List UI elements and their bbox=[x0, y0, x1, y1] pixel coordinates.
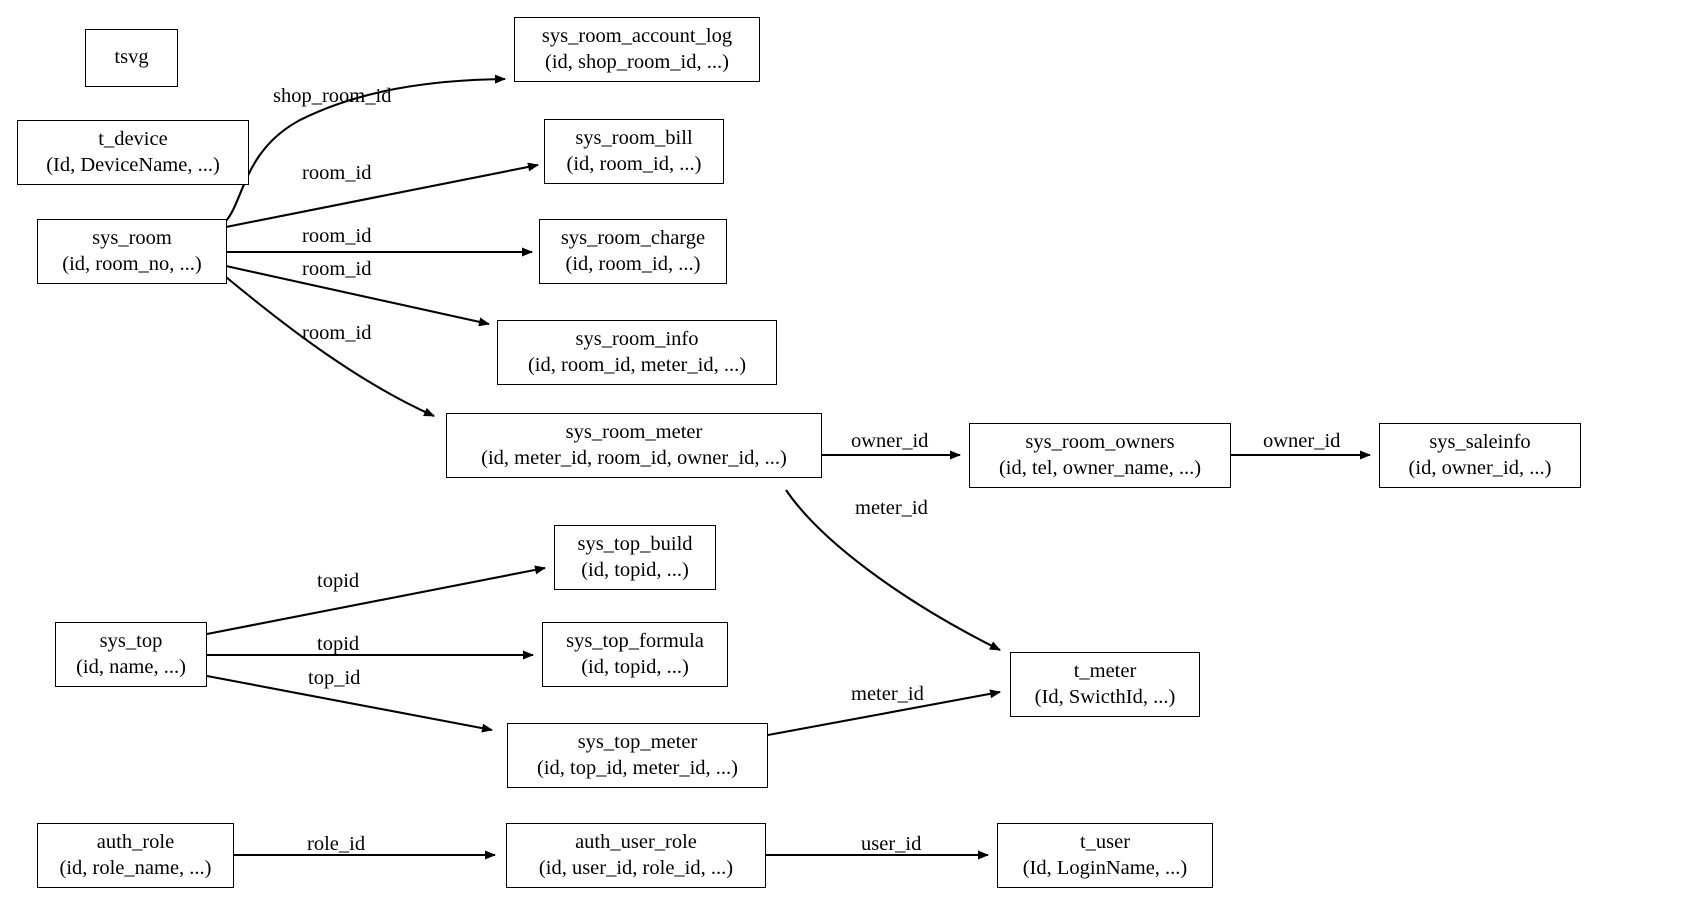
node-title: sys_top_meter bbox=[577, 730, 698, 753]
node-title: t_user bbox=[1079, 830, 1131, 853]
node-tsvg[interactable]: tsvg bbox=[85, 29, 178, 87]
edge-label-room_id-meter: room_id bbox=[302, 322, 372, 344]
node-t_meter[interactable]: t_meter (Id, SwicthId, ...) bbox=[1010, 652, 1200, 717]
node-sys_top[interactable]: sys_top (id, name, ...) bbox=[55, 622, 207, 687]
node-title: sys_room bbox=[92, 226, 172, 249]
node-title: sys_top_build bbox=[577, 532, 693, 555]
node-auth_user_role[interactable]: auth_user_role (id, user_id, role_id, ..… bbox=[506, 823, 766, 888]
node-sys_top_build[interactable]: sys_top_build (id, topid, ...) bbox=[554, 525, 716, 590]
node-title: sys_saleinfo bbox=[1429, 430, 1531, 453]
node-columns: (id, topid, ...) bbox=[581, 655, 689, 678]
edge-label-room_id-info: room_id bbox=[302, 258, 372, 280]
node-title: sys_top bbox=[99, 629, 163, 652]
node-columns: (id, user_id, role_id, ...) bbox=[538, 856, 734, 879]
node-sys_top_formula[interactable]: sys_top_formula (id, topid, ...) bbox=[542, 622, 728, 687]
node-sys_room_meter[interactable]: sys_room_meter (id, meter_id, room_id, o… bbox=[446, 413, 822, 478]
node-title: t_device bbox=[98, 127, 168, 150]
edge-label-room_id-bill: room_id bbox=[302, 162, 372, 184]
node-columns: (id, meter_id, room_id, owner_id, ...) bbox=[481, 446, 787, 469]
node-title: t_meter bbox=[1073, 659, 1137, 682]
node-sys_saleinfo[interactable]: sys_saleinfo (id, owner_id, ...) bbox=[1379, 423, 1581, 488]
edge-path-room_id-bill bbox=[225, 162, 539, 229]
node-title: sys_room_bill bbox=[575, 126, 693, 149]
node-columns: (id, top_id, meter_id, ...) bbox=[537, 756, 738, 779]
edge-label-owner_id-owners: owner_id bbox=[851, 430, 929, 452]
edge-label-shop_room_id: shop_room_id bbox=[273, 85, 392, 107]
node-title: sys_top_formula bbox=[566, 629, 704, 652]
node-columns: (id, topid, ...) bbox=[581, 558, 689, 581]
node-title: sys_room_meter bbox=[565, 420, 703, 443]
edge-label-top_id-topmeter: top_id bbox=[308, 667, 361, 689]
node-title: sys_room_owners bbox=[1025, 430, 1175, 453]
edge-label-role_id: role_id bbox=[307, 833, 366, 855]
node-title: auth_user_role bbox=[575, 830, 697, 853]
node-columns: (id, owner_id, ...) bbox=[1408, 456, 1552, 479]
edge-label-meter_id-roommeter: meter_id bbox=[855, 497, 928, 519]
node-columns: (Id, LoginName, ...) bbox=[1022, 856, 1188, 879]
node-columns: (id, room_id, meter_id, ...) bbox=[527, 353, 747, 376]
node-sys_room_account_log[interactable]: sys_room_account_log (id, shop_room_id, … bbox=[514, 17, 760, 82]
edge-path-room_id-meter bbox=[225, 276, 435, 417]
node-t_user[interactable]: t_user (Id, LoginName, ...) bbox=[997, 823, 1213, 888]
node-columns: (id, room_id, ...) bbox=[566, 152, 702, 175]
edge-label-topid-formula: topid bbox=[317, 633, 360, 655]
node-t_device[interactable]: t_device (Id, DeviceName, ...) bbox=[17, 120, 249, 185]
node-sys_top_meter[interactable]: sys_top_meter (id, top_id, meter_id, ...… bbox=[507, 723, 768, 788]
edge-label-owner_id-saleinfo: owner_id bbox=[1263, 430, 1341, 452]
node-sys_room_owners[interactable]: sys_room_owners (id, tel, owner_name, ..… bbox=[969, 423, 1231, 488]
edge-label-room_id-charge: room_id bbox=[302, 225, 372, 247]
edge-label-topid-build: topid bbox=[317, 570, 360, 592]
node-sys_room_charge[interactable]: sys_room_charge (id, room_id, ...) bbox=[539, 219, 727, 284]
node-columns: (id, name, ...) bbox=[76, 655, 186, 678]
node-title: auth_role bbox=[96, 830, 175, 853]
node-sys_room_info[interactable]: sys_room_info (id, room_id, meter_id, ..… bbox=[497, 320, 777, 385]
node-columns: (id, shop_room_id, ...) bbox=[545, 50, 729, 73]
node-sys_room_bill[interactable]: sys_room_bill (id, room_id, ...) bbox=[544, 119, 724, 184]
node-title: sys_room_charge bbox=[560, 226, 706, 249]
node-columns: (id, room_no, ...) bbox=[62, 252, 202, 275]
node-title: sys_room_account_log bbox=[541, 24, 733, 47]
edge-path-topid-build bbox=[206, 565, 546, 636]
node-title: tsvg bbox=[114, 46, 149, 69]
node-columns: (id, room_id, ...) bbox=[565, 252, 701, 275]
node-auth_role[interactable]: auth_role (id, role_name, ...) bbox=[37, 823, 234, 888]
node-columns: (Id, SwicthId, ...) bbox=[1034, 685, 1176, 708]
node-sys_room[interactable]: sys_room (id, room_no, ...) bbox=[37, 219, 227, 284]
edge-label-meter_id-topmeter: meter_id bbox=[851, 683, 924, 705]
node-title: sys_room_info bbox=[575, 327, 699, 350]
node-columns: (id, tel, owner_name, ...) bbox=[998, 456, 1202, 479]
node-columns: (Id, DeviceName, ...) bbox=[46, 153, 220, 176]
edge-label-user_id: user_id bbox=[861, 833, 922, 855]
node-columns: (id, role_name, ...) bbox=[59, 856, 212, 879]
